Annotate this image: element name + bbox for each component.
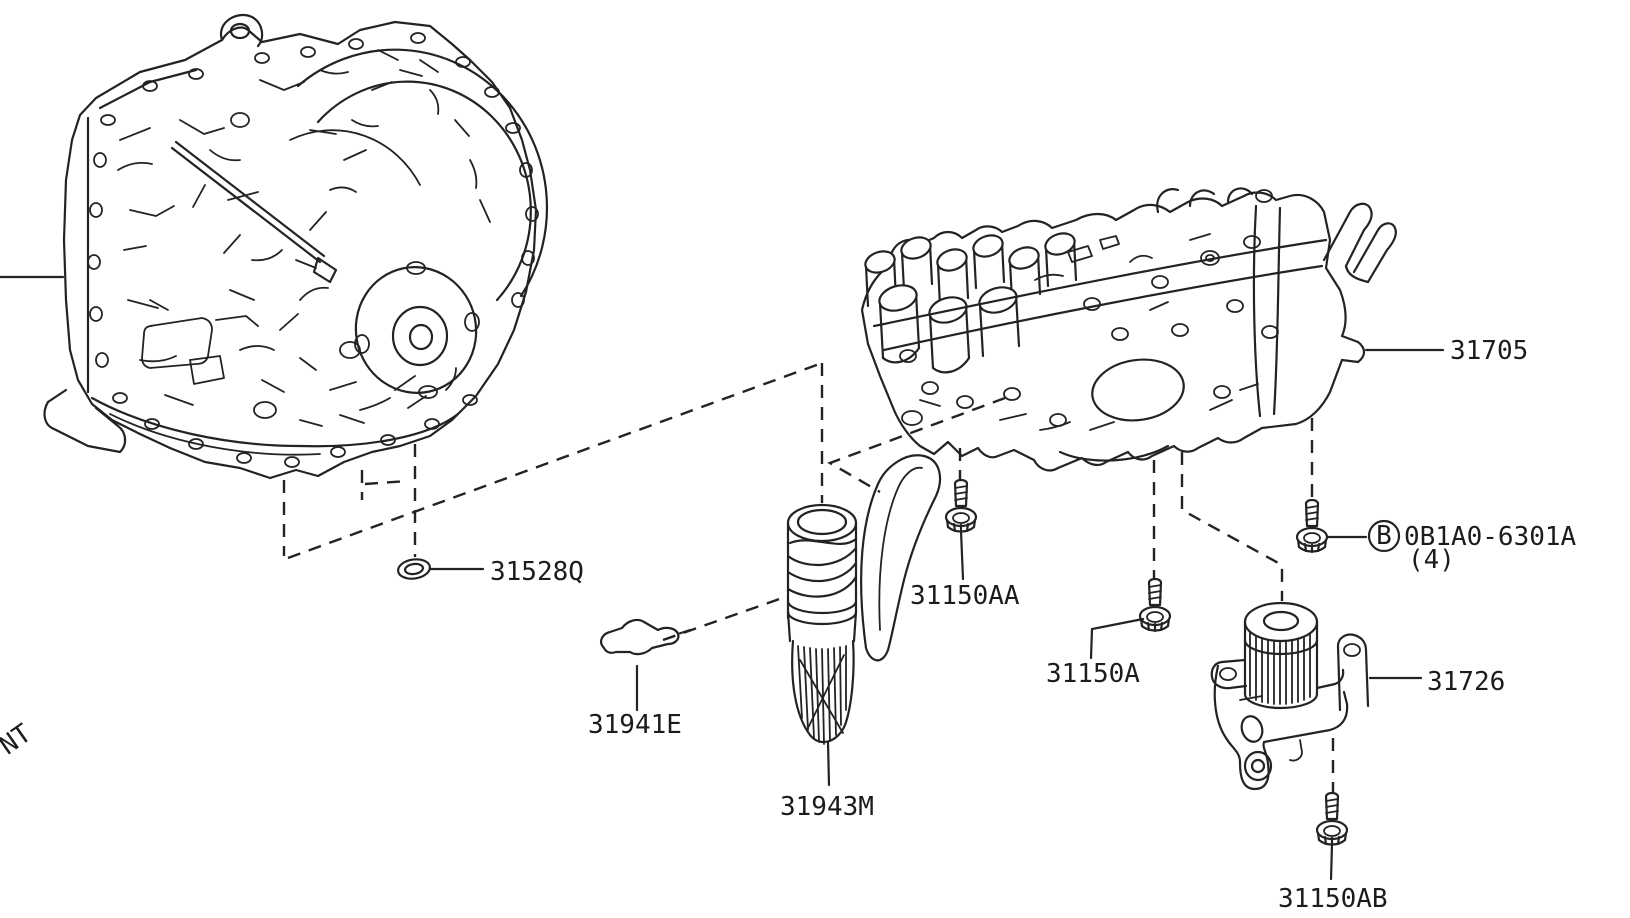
label-b: B [1376, 521, 1392, 551]
label-31726: 31726 [1427, 667, 1505, 697]
bolt-31150aa [944, 478, 978, 534]
oil-strainer-drawing [786, 454, 942, 745]
part-labels: 31528Q 31150AA 31150A B 0B1A0-6301A (4) … [490, 336, 1577, 914]
watermark-nt: NT [0, 718, 37, 761]
o-ring-drawing [397, 558, 431, 580]
bolt-31150ab [1315, 791, 1349, 847]
label-31150aa: 31150AA [910, 581, 1020, 611]
label-31150a: 31150A [1046, 659, 1140, 689]
control-valve-drawing [860, 187, 1397, 472]
label-31943m: 31943M [780, 792, 874, 822]
gasket-drawing [600, 618, 692, 656]
label-31941e: 31941E [588, 710, 682, 740]
bolt-31150a [1138, 577, 1172, 633]
label-31528q: 31528Q [490, 557, 584, 587]
pump-fitting-drawing [1210, 601, 1370, 791]
projection-lines [282, 361, 1335, 792]
label-qty-4: (4) [1408, 545, 1455, 575]
label-31705: 31705 [1450, 336, 1528, 366]
circled-b-symbol [1367, 519, 1401, 553]
leader-lines [0, 275, 1445, 881]
label-31150ab: 31150AB [1278, 884, 1388, 914]
bolt-0b1a0 [1295, 498, 1329, 554]
label-0b1a0-6301a: 0B1A0-6301A [1404, 522, 1577, 552]
transaxle-case-drawing [43, 14, 549, 480]
